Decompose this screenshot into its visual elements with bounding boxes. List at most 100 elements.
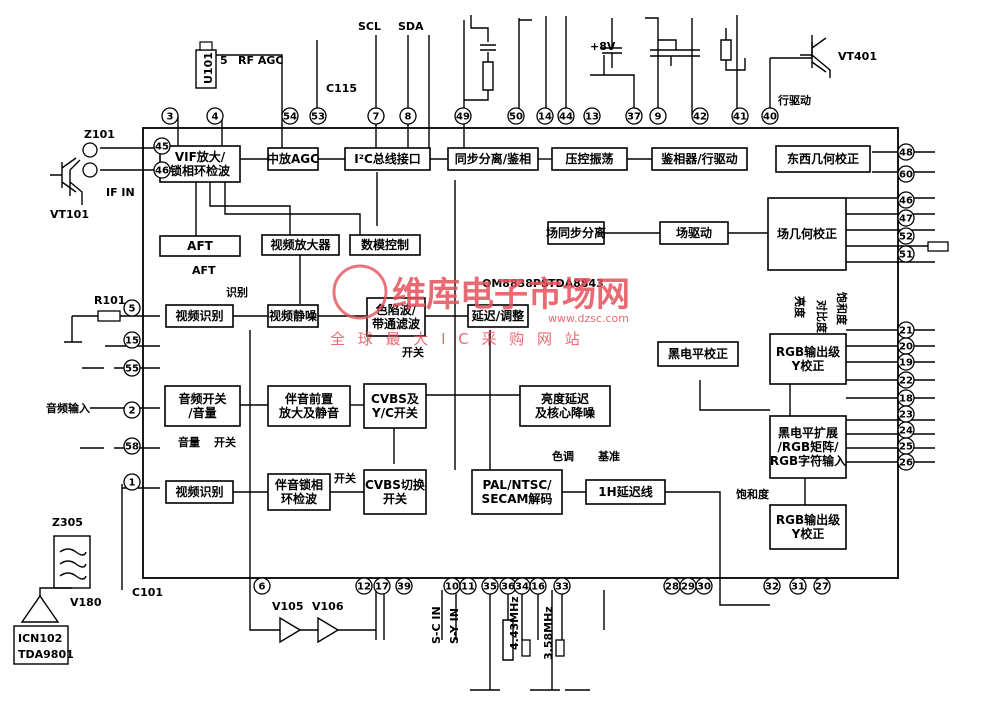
pin-number: 16 [531,582,545,593]
pin-number: 51 [899,250,913,261]
block-v-geom: 场几何校正 [767,197,847,271]
pin-number: 18 [899,394,913,405]
block-aft-line: AFT [187,239,213,253]
external-labels: RF AGC 5 C115 SCL SDA +8V VT401 行驱动 Z101… [18,20,877,661]
block-video-amp-line: 视频放大器 [270,237,331,252]
block-black-stretch-line: RGB字符输入 [770,453,846,468]
watermark-url: www.dzsc.com [548,312,629,325]
pin-2: 2 [123,401,141,419]
pin-46: 46 [897,191,915,209]
pin-number: 17 [375,582,389,593]
h-drive-label: 行驱动 [777,93,811,107]
block-i2c: I²C总线接口 [344,147,431,171]
icn102-chip-icon [13,625,69,665]
if-in-label: IF IN [106,186,135,199]
pin-number: 25 [899,442,913,453]
pin-40: 40 [761,107,779,125]
crystal-4mhz-icon [521,639,531,657]
pin-number: 30 [697,582,711,593]
switch-label-2: 开关 [402,345,424,359]
pin-60: 60 [897,165,915,183]
pin-number: 39 [397,582,411,593]
pin-number: 21 [899,326,913,337]
block-cvbs-yc-line: CVBS及 [371,392,420,406]
pin-number: 9 [655,112,662,123]
pin-number: 50 [509,112,523,123]
block-vco: 压控振荡 [551,147,628,171]
block-v-drive-line: 场驱动 [676,226,712,240]
v105-label: V105 [272,600,303,613]
pin-5: 5 [123,299,141,317]
block-snd-pll-line: 伴音锁相 [274,477,323,492]
pin-30: 30 [695,577,713,595]
pin-number: 26 [899,458,913,469]
pin-15: 15 [123,331,141,349]
pin-10: 10 [443,577,461,595]
block-video-mute-line: 视频静噪 [269,308,318,323]
block-audio-sw-line: 音频开关 [178,391,226,406]
block-trap-line: 色陷波/ [376,302,417,317]
block-sync-sep: 同步分离/鉴相 [447,147,539,171]
block-rgb-out-bot-line: RGB输出级 [776,512,840,527]
block-cvbs-sw-line: 开关 [383,491,407,506]
pin-31: 31 [789,577,807,595]
pin-24: 24 [897,421,915,439]
z101-label: Z101 [84,128,115,141]
pin-number: 33 [555,582,569,593]
pin-number: 54 [283,112,297,123]
block-v-sync-sep-line: 场同步分离 [546,225,606,240]
block-delay-1h-line: 1H延迟线 [598,484,652,499]
block-aft: AFT [159,235,241,257]
chip2-label: TDA8843 [548,277,604,290]
pin-number: 49 [456,112,470,123]
block-luma-delay-line: 亮度延迟 [541,391,589,406]
aft-out-label: AFT [192,264,216,277]
contrast-label: 对比度 [815,300,829,334]
pin-6: 6 [253,577,271,595]
saturation-vert-label: 饱和度 [835,292,849,326]
pin-number: 47 [899,214,913,225]
pin-29: 29 [679,577,697,595]
block-cvbs-yc-line: Y/C开关 [371,405,418,420]
pin-number: 5 [129,304,136,315]
pin-number: 4 [212,112,219,123]
rf-agc-label: RF AGC [238,54,283,67]
pin-number: 31 [791,582,805,593]
pin-54: 54 [281,107,299,125]
block-video-mute: 视频静噪 [267,304,319,328]
block-decoder-line: PAL/NTSC/ [482,478,552,492]
pin-17: 17 [373,577,391,595]
pin-number: 1 [129,478,136,489]
pin-number: 23 [899,410,913,421]
block-dac: 数模控制 [349,234,421,256]
pin-49: 49 [454,107,472,125]
saturation-label: 饱和度 [736,487,770,501]
hue-label: 色调 [552,449,574,463]
block-v-geom-line: 场几何校正 [777,226,837,241]
block-black-corr: 黑电平校正 [657,341,739,367]
block-black-stretch-line: 黑电平扩展 [778,425,838,440]
pin-41: 41 [731,107,749,125]
block-luma-delay-line: 及核心降噪 [535,405,596,420]
pin-21: 21 [897,321,915,339]
block-ew-line: 东西几何校正 [787,151,859,166]
pin-number: 37 [627,112,641,123]
pin-number: 53 [311,112,325,123]
pin-19: 19 [897,353,915,371]
pin-16: 16 [529,577,547,595]
block-video-id-bot: 视频识别 [165,480,234,504]
block-video-id-top-line: 视频识别 [175,308,223,323]
pin-number: 14 [538,112,552,123]
pin-4: 4 [206,107,224,125]
pin-23: 23 [897,405,915,423]
pin-number: 13 [585,112,599,123]
pin-number: 10 [445,582,459,593]
vt101-label: VT101 [50,208,89,221]
pin-number: 36 [501,582,515,593]
block-snd-preamp-line: 伴音前置 [284,391,333,406]
pin-number: 2 [129,406,136,417]
